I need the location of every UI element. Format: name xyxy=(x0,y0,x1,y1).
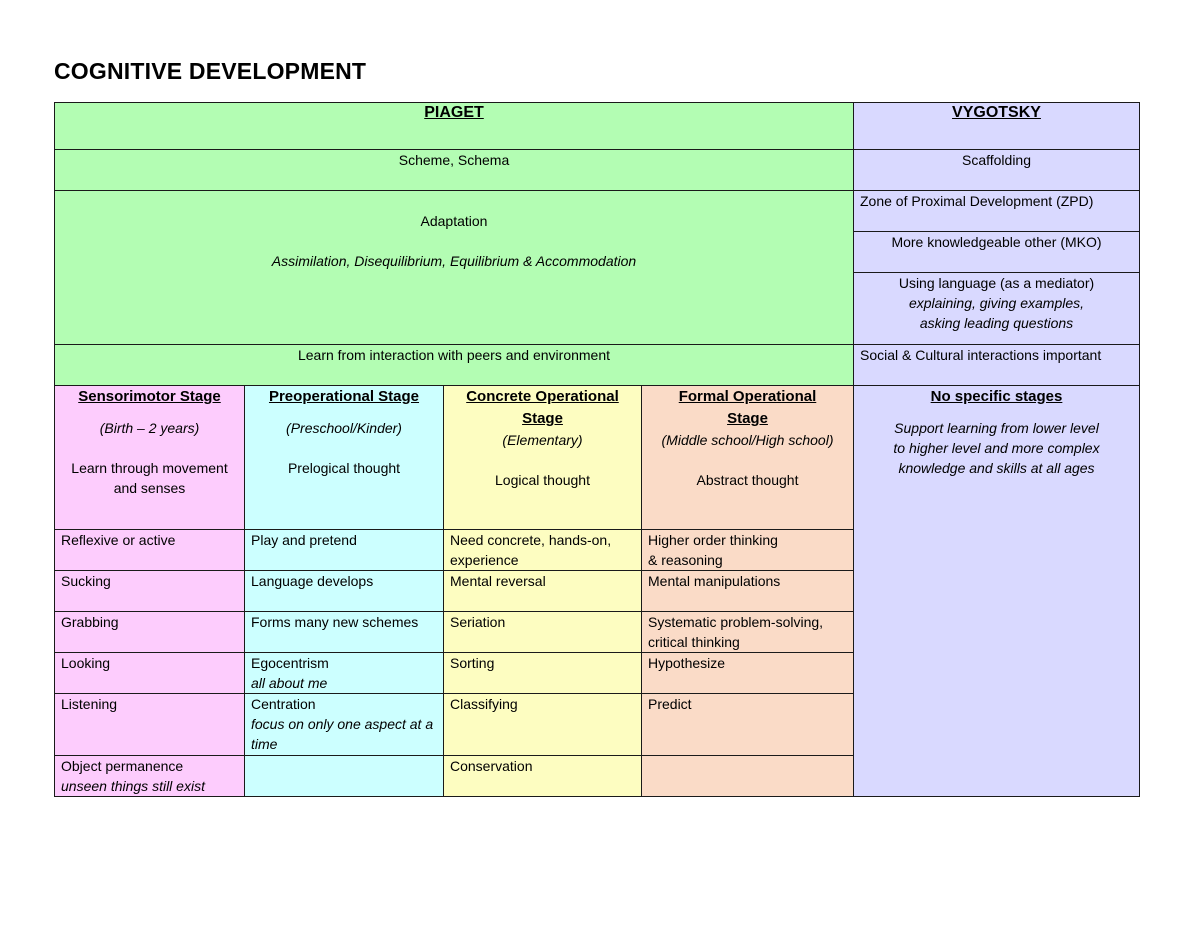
detail-cell: Mental manipulations xyxy=(641,570,854,612)
detail-cell: Forms many new schemes xyxy=(244,611,444,653)
adaptation-label: Adaptation xyxy=(420,213,488,229)
detail-text-2: & reasoning xyxy=(648,552,723,568)
detail-row: Grabbing Forms many new schemes Seriatio… xyxy=(54,611,1140,653)
interaction-row: Learn from interaction with peers and en… xyxy=(54,344,1140,386)
detail-text: Higher order thinking xyxy=(648,532,778,548)
detail-cell: Need concrete, hands-on, experience xyxy=(443,529,642,571)
adaptation-cell: Adaptation Assimilation, Disequilibrium,… xyxy=(54,190,854,345)
stage-title-line2: Stage xyxy=(727,410,768,427)
detail-note: focus on only one aspect at a time xyxy=(251,716,434,752)
stage-title: Sensorimotor Stage xyxy=(78,388,221,405)
detail-cell: Higher order thinking & reasoning xyxy=(641,529,854,571)
stage-desc: Learn through movement xyxy=(71,460,228,476)
detail-note: all about me xyxy=(251,675,328,691)
stage-sensorimotor: Sensorimotor Stage (Birth – 2 years) Lea… xyxy=(54,385,245,530)
vygotsky-stages-detail-1: Support learning from lower level xyxy=(894,420,1099,436)
detail-row: Reflexive or active Play and pretend Nee… xyxy=(54,529,1140,571)
detail-cell: Centration focus on only one aspect at a… xyxy=(244,693,444,756)
detail-cell: Reflexive or active xyxy=(54,529,245,571)
adaptation-detail: Assimilation, Disequilibrium, Equilibriu… xyxy=(271,253,637,269)
detail-cell: Listening xyxy=(54,693,245,756)
piaget-heading: PIAGET xyxy=(424,104,484,121)
detail-cell: Language develops xyxy=(244,570,444,612)
stage-age: (Preschool/Kinder) xyxy=(286,420,402,436)
detail-cell: Conservation xyxy=(443,755,642,797)
detail-text: Centration xyxy=(251,696,316,712)
detail-note: unseen things still exist xyxy=(61,778,205,794)
detail-cell: Sucking xyxy=(54,570,245,612)
adaptation-row: Adaptation Assimilation, Disequilibrium,… xyxy=(54,190,1140,345)
stages-row: Sensorimotor Stage (Birth – 2 years) Lea… xyxy=(54,385,1140,797)
detail-text: Egocentrism xyxy=(251,655,329,671)
detail-cell: Hypothesize xyxy=(641,652,854,694)
detail-cell xyxy=(641,755,854,797)
scheme-cell: Scheme, Schema xyxy=(54,149,854,191)
stage-title: Concrete Operational xyxy=(466,388,619,405)
zpd-cell: Zone of Proximal Development (ZPD) xyxy=(853,190,1140,232)
comparison-table: PIAGET VYGOTSKY Scheme, Schema Scaffoldi… xyxy=(54,102,1140,797)
page-title: COGNITIVE DEVELOPMENT xyxy=(54,58,367,84)
language-cell: Using language (as a mediator) explainin… xyxy=(853,272,1140,345)
detail-cell: Egocentrism all about me xyxy=(244,652,444,694)
stage-age: (Birth – 2 years) xyxy=(99,420,200,436)
language-row: Using language (as a mediator) explainin… xyxy=(55,272,1140,345)
detail-cell: Classifying xyxy=(443,693,642,756)
stage-age: (Elementary) xyxy=(502,432,583,448)
stage-title-line2: Stage xyxy=(522,410,563,427)
scaffolding-cell: Scaffolding xyxy=(853,149,1140,191)
detail-cell: Object permanence unseen things still ex… xyxy=(54,755,245,797)
detail-cell xyxy=(244,755,444,797)
language-detail-2: asking leading questions xyxy=(919,315,1074,331)
detail-row: Listening Centration focus on only one a… xyxy=(54,693,1140,756)
language-detail-1: explaining, giving examples, xyxy=(908,295,1085,311)
stage-desc: Logical thought xyxy=(495,472,590,488)
detail-cell: Looking xyxy=(54,652,245,694)
detail-cell: Systematic problem-solving, critical thi… xyxy=(641,611,854,653)
detail-row: Object permanence unseen things still ex… xyxy=(54,755,1140,797)
vygotsky-stages-cell: No specific stages Support learning from… xyxy=(853,385,1140,797)
vygotsky-stages-title: No specific stages xyxy=(930,388,1063,405)
stage-title: Preoperational Stage xyxy=(268,388,420,405)
vygotsky-stages-detail-2: to higher level and more complex xyxy=(893,440,1100,456)
mko-row: More knowledgeable other (MKO) xyxy=(55,231,1140,273)
stage-preoperational: Preoperational Stage (Preschool/Kinder) … xyxy=(244,385,444,530)
detail-row: Sucking Language develops Mental reversa… xyxy=(54,570,1140,612)
stage-concrete-operational: Concrete Operational Stage (Elementary) … xyxy=(443,385,642,530)
stage-title: Formal Operational xyxy=(678,388,817,405)
stage-desc: Abstract thought xyxy=(696,472,799,488)
detail-cell: Seriation xyxy=(443,611,642,653)
vygotsky-header-cell: VYGOTSKY xyxy=(853,102,1140,150)
language-label: Using language (as a mediator) xyxy=(898,275,1095,291)
mko-cell: More knowledgeable other (MKO) xyxy=(853,231,1140,273)
vygotsky-stages-detail-3: knowledge and skills at all ages xyxy=(898,460,1095,476)
learn-cell: Learn from interaction with peers and en… xyxy=(54,344,854,386)
vygotsky-heading: VYGOTSKY xyxy=(952,104,1041,121)
detail-row: Looking Egocentrism all about me Sorting… xyxy=(54,652,1140,694)
stage-age: (Middle school/High school) xyxy=(661,432,834,448)
social-cell: Social & Cultural interactions important xyxy=(853,344,1140,386)
detail-cell: Predict xyxy=(641,693,854,756)
piaget-header-cell: PIAGET xyxy=(54,102,854,150)
detail-text: Object permanence xyxy=(61,758,184,774)
stage-formal-operational: Formal Operational Stage (Middle school/… xyxy=(641,385,854,530)
stage-desc-2: and senses xyxy=(113,480,186,496)
detail-cell: Grabbing xyxy=(54,611,245,653)
detail-cell: Play and pretend xyxy=(244,529,444,571)
header-row: PIAGET VYGOTSKY xyxy=(54,102,1140,150)
stage-desc: Prelogical thought xyxy=(287,460,401,476)
detail-cell: Mental reversal xyxy=(443,570,642,612)
detail-cell: Sorting xyxy=(443,652,642,694)
scheme-row: Scheme, Schema Scaffolding xyxy=(54,149,1140,191)
